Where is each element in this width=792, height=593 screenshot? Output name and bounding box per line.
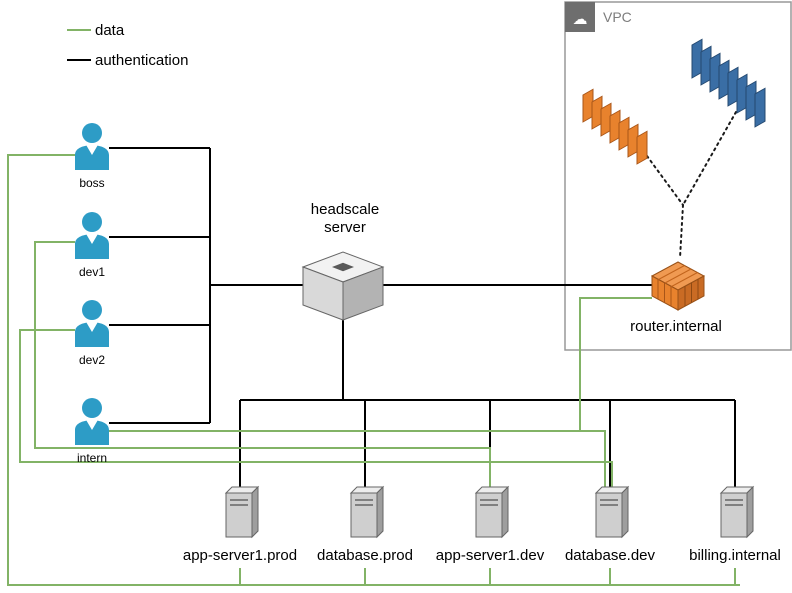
data-edge-boss-bus xyxy=(7,154,740,586)
legend-auth-label: authentication xyxy=(95,52,188,69)
user-label: dev1 xyxy=(79,265,105,279)
dotted-link-router xyxy=(679,204,684,259)
server-label: database.prod xyxy=(317,547,413,564)
server-label: billing.internal xyxy=(689,547,781,564)
user-icon xyxy=(75,123,109,170)
server-tower-icon xyxy=(225,486,259,538)
server-node-database-prod: database.prod xyxy=(317,486,413,564)
user-node-dev1: dev1 xyxy=(75,212,109,279)
user-node-intern: intern xyxy=(75,398,109,465)
data-edge-dev2-database-dev xyxy=(19,329,613,487)
vpc-label: VPC xyxy=(603,9,632,25)
server-tower-icon xyxy=(475,486,509,538)
legend: data authentication xyxy=(67,22,188,69)
dotted-link-blue-stack xyxy=(682,111,737,206)
server-tower-icon xyxy=(350,486,384,538)
server-label: app-server1.prod xyxy=(183,547,297,564)
router-node: router.internal xyxy=(630,261,722,335)
server-label: database.dev xyxy=(565,547,656,564)
user-icon xyxy=(75,300,109,347)
user-icon xyxy=(75,398,109,445)
server-node-database-dev: database.dev xyxy=(565,486,656,564)
cloud-icon: ☁ xyxy=(573,11,588,28)
user-label: dev2 xyxy=(79,353,105,367)
vpc-dotted-links xyxy=(646,111,737,259)
server-tower-icon xyxy=(720,486,754,538)
data-edge-intern-database-dev xyxy=(109,430,606,487)
server-tower-icon xyxy=(595,486,629,538)
server-node-app-server1-prod: app-server1.prod xyxy=(183,486,297,564)
user-node-boss: boss xyxy=(75,123,109,190)
vpc-tab xyxy=(565,2,595,32)
headscale-label-line2: server xyxy=(324,219,366,236)
headscale-node: headscale server xyxy=(301,201,385,321)
user-icon xyxy=(75,212,109,259)
router-icon xyxy=(650,261,706,311)
cube-icon xyxy=(301,251,385,321)
router-label: router.internal xyxy=(630,318,722,335)
data-edges xyxy=(7,154,740,586)
dotted-link-orange-stack xyxy=(646,155,684,206)
server-node-billing-internal: billing.internal xyxy=(689,486,781,564)
data-edge-router xyxy=(579,297,652,431)
legend-data-label: data xyxy=(95,22,125,39)
server-node-app-server1-dev: app-server1.dev xyxy=(436,486,545,564)
user-label: boss xyxy=(79,176,104,190)
server-label: app-server1.dev xyxy=(436,547,545,564)
headscale-label-line1: headscale xyxy=(311,201,379,218)
user-node-dev2: dev2 xyxy=(75,300,109,367)
user-label: intern xyxy=(77,451,107,465)
